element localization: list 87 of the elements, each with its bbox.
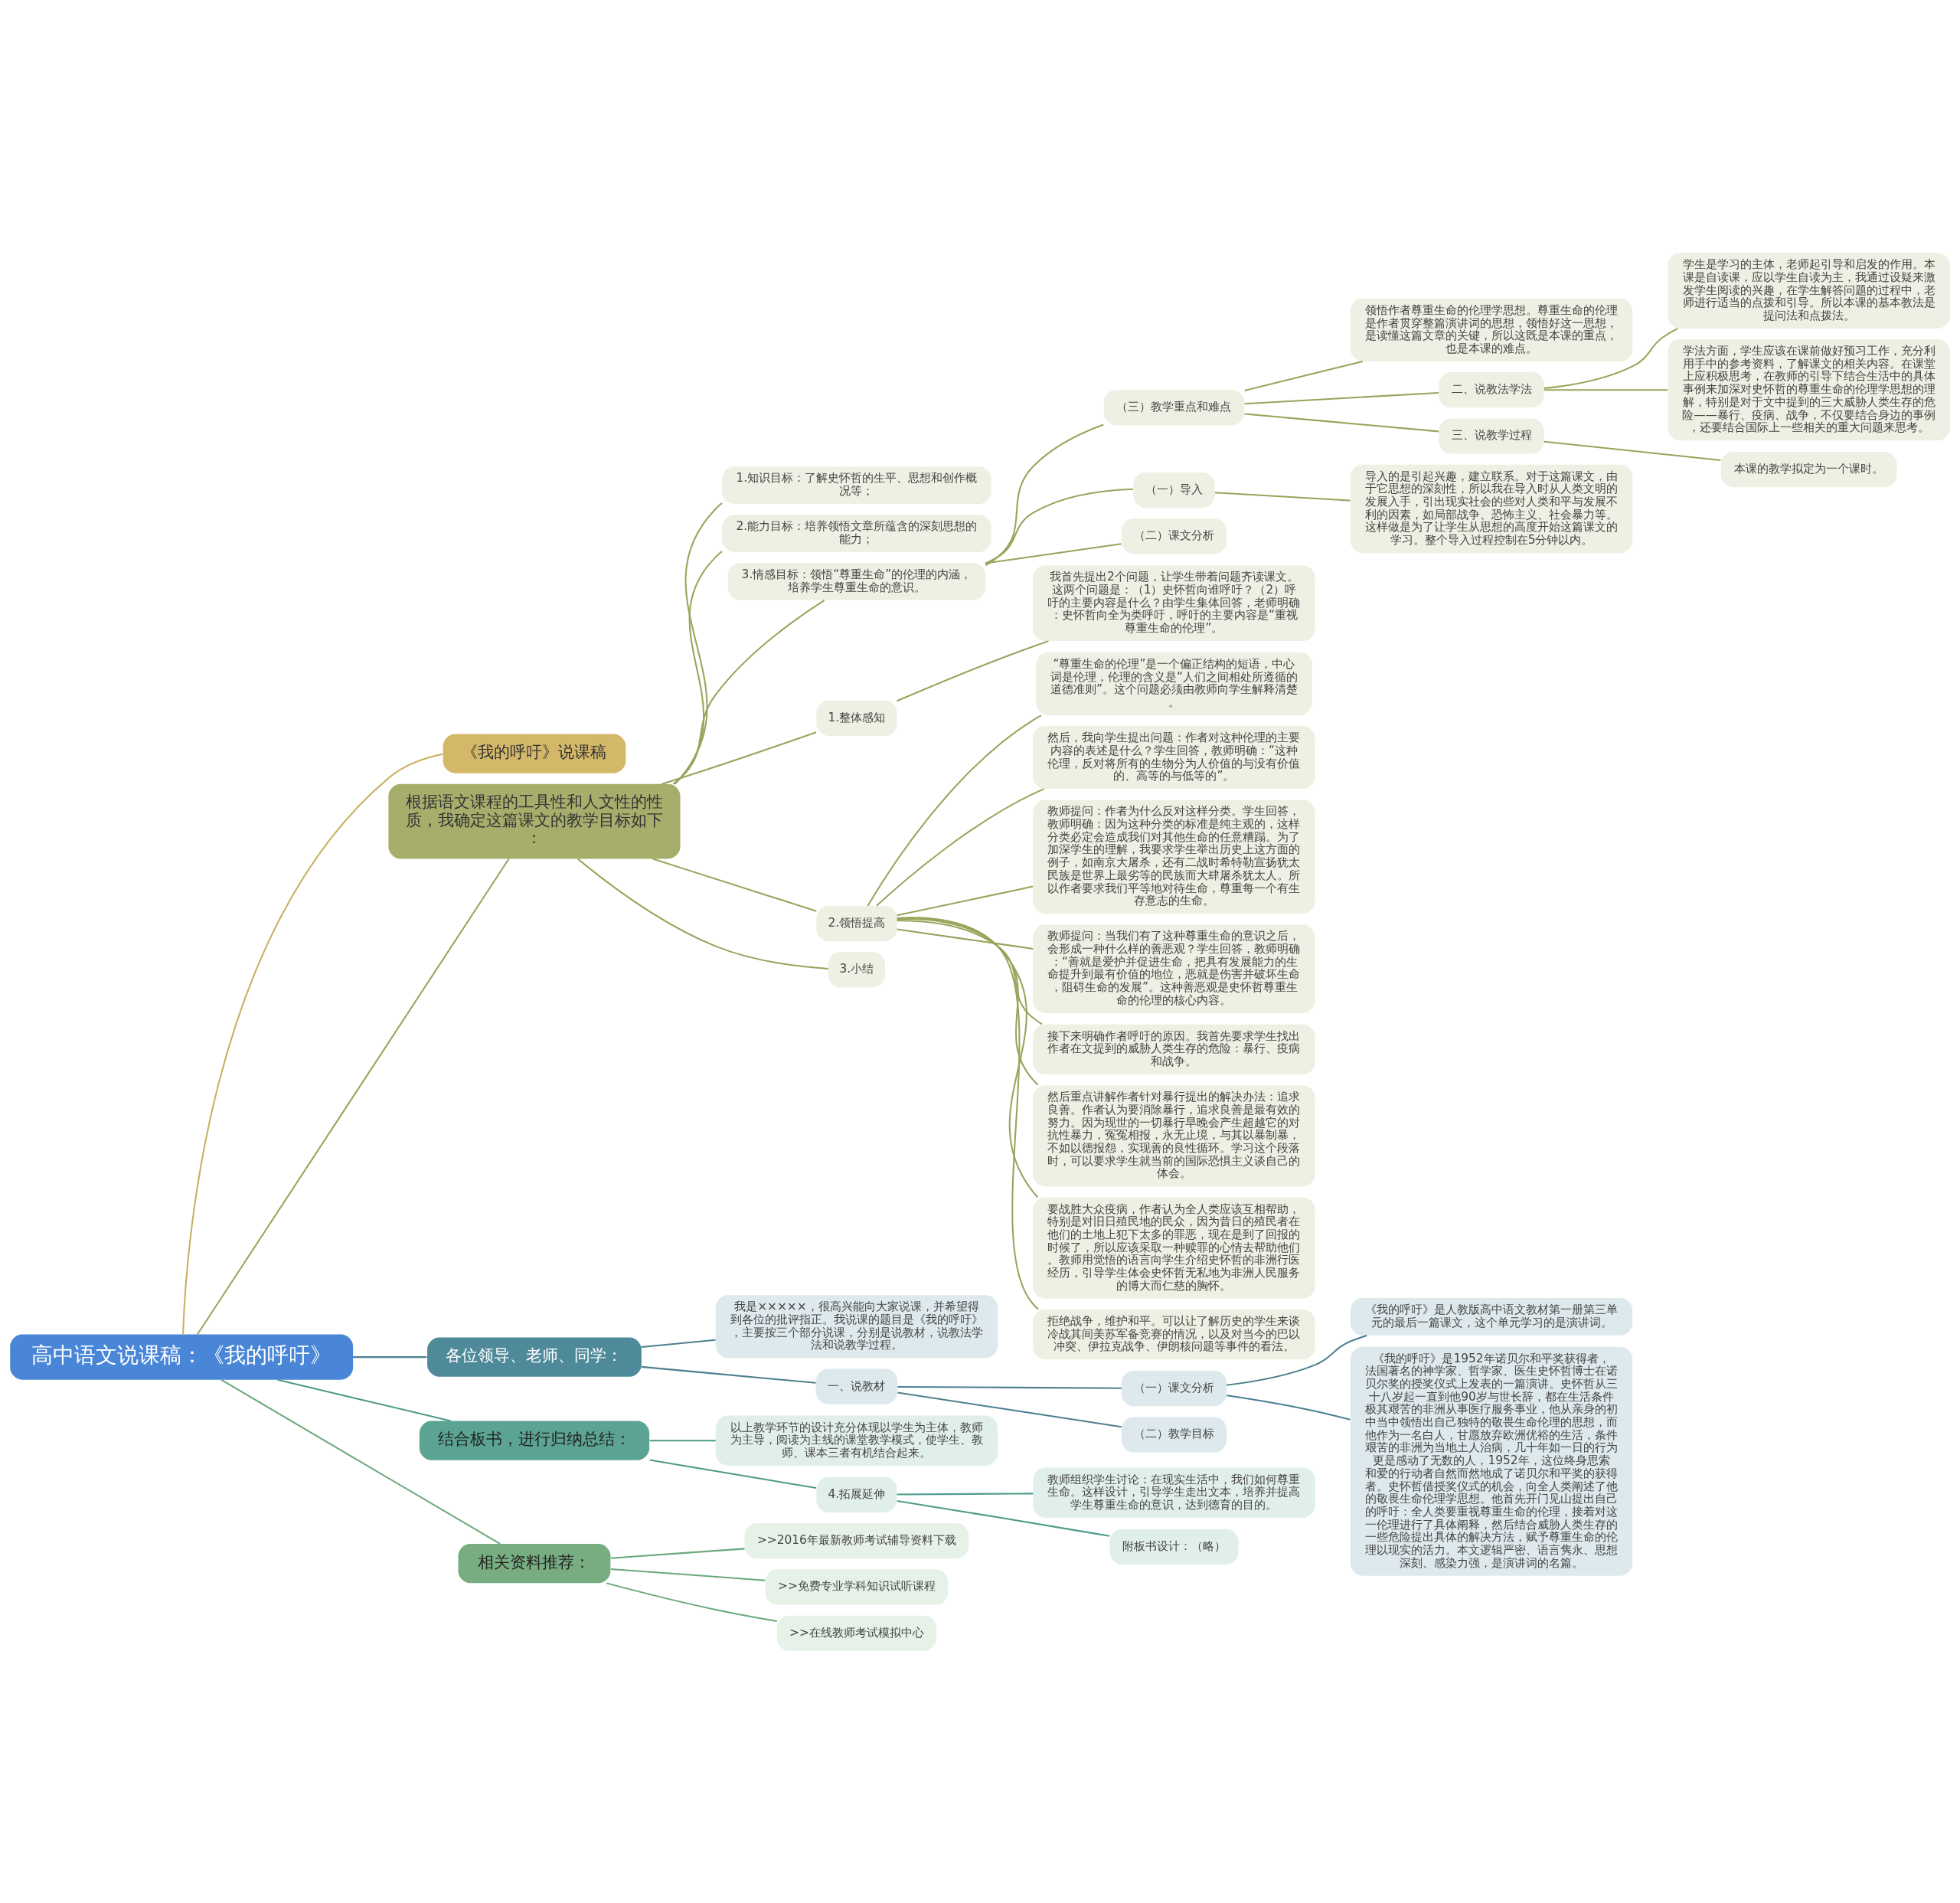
- connector: [897, 885, 1034, 916]
- connector: [897, 916, 1039, 1310]
- connector: [897, 639, 1049, 701]
- node-box: >>2016年最新教师考试辅导资料下载: [744, 1522, 969, 1558]
- connector: [897, 1492, 1034, 1495]
- connector: [1244, 360, 1363, 391]
- node-box: 4.拓展延伸: [816, 1476, 897, 1512]
- connector: [610, 1568, 766, 1581]
- connector: [220, 1378, 501, 1545]
- node-box: 1.知识目标：了解史怀哲的生平、思想和创作概况等；: [722, 466, 991, 504]
- node-box: 一、说教材: [815, 1368, 898, 1404]
- node-box: >>免费专业学科知识试听课程: [765, 1568, 949, 1605]
- node-box: 学法方面，学生应该在课前做好预习工作，充分利用手中的参考资料，了解课文的相关内容。在课堂上应积极思考，在教师的引导下结合生活中的具体事例来加深对史怀哲的尊重生命的伦理学思想的理解，特别是对于文中提到的三大威胁人类生存的危险——暴行、疫病、战争，不仅要结合身边的事例，还要结合国际上一些相关的重大问题来思考。: [1668, 338, 1950, 440]
- node-box: 我首先提出2个问题，让学生带着问题齐读课文。这两个问题是：（1）史怀哲向谁呼吁？（2）呼吁的主要内容是什么？由学生集体回答，老师明确：史怀哲向全为类呼吁，呼吁的主要内容是“重视尊重生命的伦理”。: [1033, 564, 1315, 641]
- node-box: 2.能力目标：培养领悟文章所蕴含的深刻思想的能力；: [722, 514, 991, 552]
- node-box: 领悟作者尊重生命的伦理学思想。尊重生命的伦理是作者贯穿整篇演讲词的思想，领悟好这一思想，是读懂这篇文章的关键，所以这既是本课的重点，也是本课的难点。: [1350, 298, 1633, 361]
- node-box: 高中语文说课稿：《我的呼吁》: [10, 1334, 354, 1380]
- connector: [649, 1439, 716, 1441]
- connector: [1544, 327, 1678, 389]
- node-box: 教师提问：当我们有了这种尊重生命的意识之后，会形成一种什么样的善恶观？学生回答，教师明确：“善就是爱护并促进生命，把具有发展能力的生命提升到最有价值的地位，恶就是伤害并破坏生命，阻碍生命的发展”。这种善恶观是史怀哲尊重生命的伦理的核心内容。: [1033, 924, 1315, 1013]
- node-box: 相关资料推荐：: [458, 1543, 611, 1583]
- node-box: 2.领悟提高: [816, 905, 897, 941]
- node-box: 本课的教学拟定为一个课时。: [1720, 451, 1897, 487]
- connector: [606, 1581, 777, 1622]
- connector: [649, 1458, 817, 1489]
- node-box: （三）教学重点和难点: [1103, 389, 1245, 425]
- connector: [1544, 388, 1668, 391]
- node-box: 学生是学习的主体，老师起引导和启发的作用。本课是自读课，应以学生自读为主，我通过设疑来激发学生阅读的兴趣，在学生解答问题的过程中，老师进行适当的点拨和引导。所以本课的基本教法是提问法和点拨法。: [1668, 252, 1950, 329]
- connector: [652, 858, 817, 912]
- connector: [897, 917, 1039, 1198]
- node-box: 《我的呼吁》是1952年诺贝尔和平奖获得者，法国著名的神学家、哲学家、医生史怀哲博士在诺贝尔奖的授奖仪式上发表的一篇演讲。史怀哲从三十八岁起一直到他90岁与世长辞，都在生活条件极其艰苦的非洲从事医疗服务事业，他从亲身的初中当中领悟出自己独特的敬畏生命伦理的思想，而他作为一名白人，甘愿放弃欧洲优裕的生活，条件艰苦的非洲为当地土人治病，几十年如一日的行为更是感动了无数的人，1952年，这位终身思索和爱的行动者自然而然地成了诺贝尔和平奖的获得者。史怀哲借授奖仪式的机会，向全人类阐述了他的敬畏生命伦理学思想。他首先开门见山提出自己的呼吁：全人类要重视尊重生命的伦理，接着对这一伦理进行了具体阐释，然后结合威胁人类生存的一些危险提出具体的解决方法，赋予尊重生命的伦理以现实的活力。本文逻辑严密、语言隽永、思想深刻、感染力强，是演讲词的名篇。: [1350, 1346, 1633, 1576]
- node-box: 教师提问：作者为什么反对这样分类。学生回答，教师明确：因为这种分类的标准是纯主观的，这样分类必定会造成我们对其他生命的任意糟蹋。为了加深学生的理解，我要求学生举出历史上这方面的例子，如南京大屠杀，还有二战时希特勒宣扬犹太民族是世界上最劣等的民族而大肆屠杀犹太人。所以作者要求我们平等地对待生命，尊重每一个有生存意志的生命。: [1033, 799, 1315, 914]
- connector: [897, 1391, 1122, 1427]
- node-box: 然后重点讲解作者针对暴行提出的解决办法：追求良善。作者认为要消除暴行，追求良善是最有效的努力。因为现世的一切暴行早晚会产生超越它的对抗性暴力，冤冤相报，永无止境，与其以暴制暴，不如以德报怨，实现善的良性循环。学习这个段落时，可以要求学生就当前的国际恐惧主义谈自己的体会。: [1033, 1084, 1315, 1186]
- node-box: 然后，我向学生提出问题：作者对这种伦理的主要内容的表述是什么？学生回答，教师明确：“这种伦理，反对将所有的生物分为人价值的与没有价值的、高等的与低等的”。: [1033, 725, 1315, 789]
- node-box: 拒绝战争，维护和平。可以让了解历史的学生来谈冷战其间美苏军备竞赛的情况，以及对当今的巴以冲突、伊拉克战争、伊朗核问题等事件的看法。: [1033, 1309, 1315, 1359]
- node-box: “尊重生命的伦理”是一个偏正结构的短语，中心词是伦理，伦理的含义是“人们之间相处所遵循的道德准则”。这个问题必须由教师向学生解释清楚。: [1036, 652, 1312, 715]
- connector: [867, 714, 1042, 906]
- connector: [897, 1385, 1122, 1389]
- node-box: 《我的呼吁》说课稿: [443, 733, 626, 773]
- node-box: 教师组织学生讨论：在现实生活中，我们如何尊重生命。这样设计，引导学生走出文本，培养并提高学生尊重生命的意识，达到德育的目的。: [1033, 1467, 1315, 1518]
- node-box: 我是×××××，很高兴能向大家说课，并希望得到各位的批评指正。我说课的题目是《我的呼吁》，主要按三个部分说课，分别是说教材，说教法学法和说教学过程。: [715, 1294, 998, 1358]
- connector: [641, 1365, 816, 1384]
- node-box: 导入的是引起兴趣，建立联系。对于这篇课文，由于它思想的深刻性，所以我在导入时从人类文明的发展入手，引出现实社会的些对人类和平与发展不利的因素，如局部战争、恐怖主义、社会暴力等。这样做是为了让学生从思想的高度开始这篇课文的学习。整个导入过程控制在5分钟以内。: [1350, 464, 1633, 553]
- connector: [985, 423, 1104, 566]
- connector: [897, 919, 1043, 1025]
- connector: [277, 1378, 451, 1421]
- node-box: （一）导入: [1133, 472, 1215, 508]
- connector: [672, 599, 825, 784]
- connector: [876, 787, 1044, 906]
- connector: [897, 917, 1039, 1086]
- connector: [577, 858, 828, 969]
- connector: [897, 927, 1034, 950]
- connector: [1244, 391, 1439, 404]
- node-box: 附板书设计：（略）: [1109, 1529, 1239, 1565]
- connector: [1214, 491, 1351, 502]
- connector: [1244, 412, 1439, 432]
- connector: [182, 753, 443, 1334]
- node-box: 《我的呼吁》是人教版高中语文教材第一册第三单元的最后一篇课文，这个单元学习的是演讲词。: [1350, 1297, 1633, 1336]
- connector: [353, 1355, 427, 1358]
- node-box: 结合板书，进行归纳总结：: [419, 1421, 650, 1460]
- connector: [641, 1339, 716, 1348]
- connector: [662, 731, 817, 785]
- connector: [1227, 1334, 1367, 1386]
- connector: [674, 502, 723, 784]
- node-box: 3.情感目标：领悟“尊重生命”的伦理的内涵，培养学生尊重生命的意识。: [727, 562, 986, 600]
- node-box: 要战胜大众疫病，作者认为全人类应该互相帮助，特别是对旧日殖民地的民众，因为昔日的殖民者在他们的土地上犯下太多的罪恶，现在是到了回报的时候了，所以应该采取一种赎罪的心情去帮助他们。教师用觉悟的语言向学生介绍史怀哲的非洲行医经历，引导学生体会史怀哲无私地为非洲人民服务的博大而仁慈的胸怀。: [1033, 1197, 1315, 1299]
- node-box: （二）课文分析: [1121, 518, 1227, 554]
- connector: [985, 488, 1134, 564]
- node-box: 接下来明确作者呼吁的原因。我首先要求学生找出作者在文提到的威胁人类生存的危险：暴行、疫病和战争。: [1033, 1024, 1315, 1074]
- connector: [985, 542, 1122, 564]
- node-box: （二）教学目标: [1121, 1416, 1227, 1453]
- connector: [1227, 1394, 1351, 1421]
- node-box: 3.小结: [828, 951, 886, 988]
- node-box: >>在线教师考试模拟中心: [776, 1615, 936, 1651]
- connector: [674, 550, 723, 784]
- connector: [1544, 440, 1721, 461]
- connector: [197, 858, 510, 1335]
- connector: [897, 1499, 1110, 1537]
- node-box: 根据语文课程的工具性和人文性的性质，我确定这篇课文的教学目标如下：: [388, 783, 681, 858]
- node-box: 1.整体感知: [816, 700, 897, 736]
- node-box: （一）课文分析: [1121, 1370, 1227, 1406]
- node-box: 各位领导、老师、同学：: [427, 1336, 642, 1377]
- node-box: 以上教学环节的设计充分体现以学生为主体，教师为主导，阅读为主线的课堂教学模式，使学生、教师、课本三者有机结合起来。: [715, 1415, 998, 1466]
- connector: [610, 1547, 745, 1559]
- node-box: 二、说教法学法: [1439, 371, 1544, 407]
- node-box: 三、说教学过程: [1439, 417, 1544, 454]
